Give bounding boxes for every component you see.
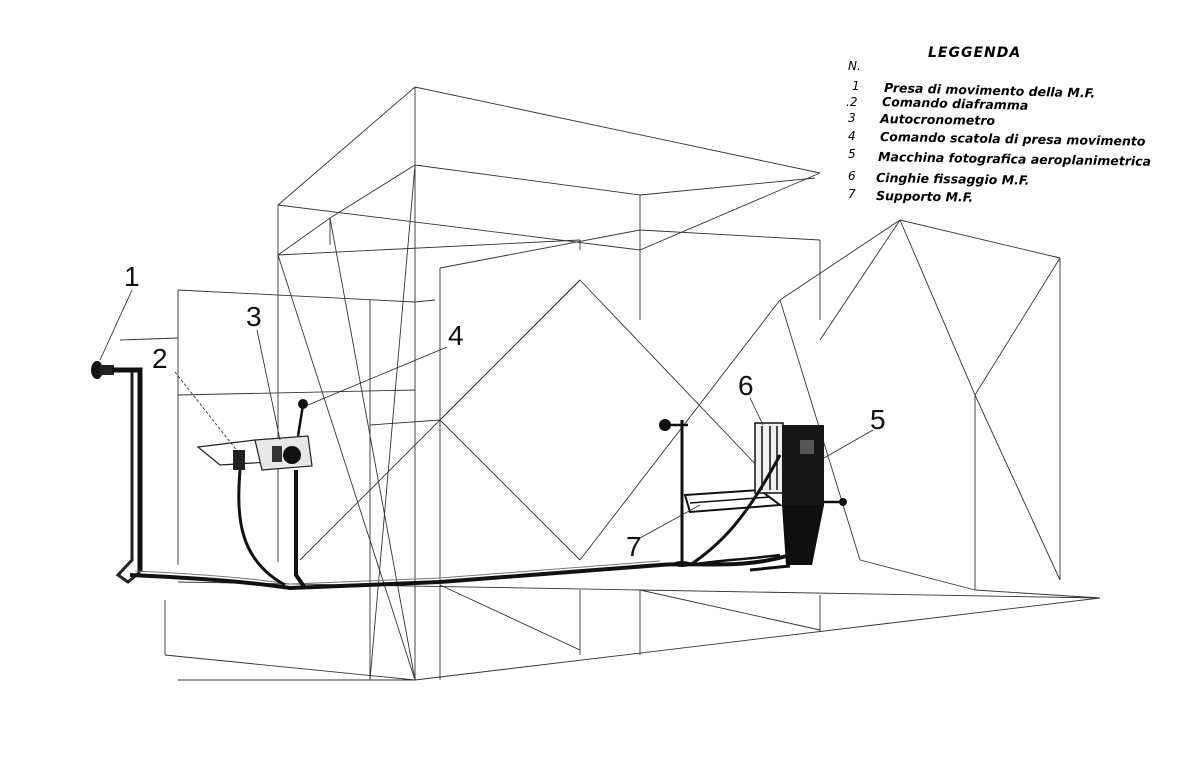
leader-3	[256, 329, 281, 441]
leader-2	[174, 371, 239, 453]
legend-num-5: 5	[848, 147, 856, 161]
equipment	[91, 361, 847, 591]
callout-7: 7	[626, 531, 642, 562]
legend-text-5: Macchina fotografica aeroplanimetrica	[878, 149, 1151, 169]
brace	[899, 219, 976, 396]
chronometer-assembly	[254, 399, 313, 590]
camera-knob-icon	[839, 498, 847, 506]
callout-2: 2	[152, 343, 168, 374]
camera-body	[782, 425, 824, 505]
frame-edge	[277, 172, 821, 251]
camera-support	[659, 419, 783, 567]
drive-tube-bracket	[115, 372, 141, 584]
legend-text-3: Autocronometro	[879, 111, 996, 128]
legend-text-4: Comando scatola di presa movimento	[880, 129, 1146, 149]
diaphragm-control	[196, 439, 286, 587]
callout-1: 1	[124, 261, 140, 292]
brace	[579, 279, 781, 491]
callout-3: 3	[246, 301, 262, 332]
brace	[329, 217, 416, 681]
legend-text-2: Comando diaframma	[882, 94, 1029, 113]
legend-text-6: Cinghie fissaggio M.F.	[876, 170, 1030, 188]
frame-edge	[414, 164, 641, 196]
brace	[277, 254, 416, 681]
brace	[439, 584, 581, 651]
frame-top-ridge	[277, 86, 821, 206]
aerial-camera	[689, 422, 847, 572]
callout-4: 4	[448, 320, 464, 351]
legend-num-2: .2	[846, 95, 857, 109]
leader-lines	[99, 289, 874, 539]
drive-cable	[129, 553, 791, 591]
diaphragm-lever-icon	[233, 450, 245, 470]
brace	[439, 419, 581, 561]
leader-6	[749, 397, 764, 426]
brace	[819, 219, 901, 341]
legend-text-1: Presa di movimento della M.F.	[884, 80, 1095, 101]
frame-edge	[277, 239, 581, 256]
frame-edge	[439, 229, 821, 269]
drive-tube	[112, 367, 143, 572]
diaphragm-cable	[237, 469, 286, 587]
legend-text-7: Supporto M.F.	[876, 188, 973, 205]
chronometer-dial-icon	[283, 446, 301, 464]
leader-5	[823, 429, 874, 459]
callouts: 1 2 3 4 5 6 7	[124, 261, 886, 562]
floor-edge	[414, 597, 1101, 681]
frame-edge	[859, 559, 976, 591]
callout-5: 5	[870, 404, 886, 435]
leader-4	[307, 346, 448, 406]
frame-edge	[369, 419, 441, 426]
camera-drive-cable	[689, 454, 782, 567]
frame-edge	[164, 654, 416, 681]
fuselage-wireframe	[119, 86, 1101, 681]
brace	[439, 279, 581, 421]
legend-num-3: 3	[848, 111, 856, 125]
callout-6: 6	[738, 370, 754, 401]
camera-lens-cone	[782, 505, 824, 565]
brace	[369, 164, 416, 681]
leader-1	[99, 289, 133, 361]
legend-title: LEGGENDA	[928, 45, 1021, 61]
floor-edge	[974, 589, 1101, 599]
legend: LEGGENDA N. 1 Presa di movimento della M…	[846, 45, 1151, 205]
legend-header: N.	[848, 59, 861, 73]
frame-edge	[119, 337, 179, 341]
support-arm	[683, 488, 783, 514]
gearbox-knob-icon	[298, 399, 308, 409]
legend-num-4: 4	[848, 129, 856, 143]
brace	[579, 299, 781, 561]
brace	[974, 257, 1061, 396]
frame-edge	[639, 177, 816, 196]
frame-edge	[177, 389, 416, 396]
floor-edge	[177, 581, 1101, 599]
legend-num-7: 7	[848, 187, 856, 201]
frame-edge	[779, 219, 1061, 301]
frame-edge	[277, 164, 416, 256]
chronometer-cable	[294, 470, 307, 590]
leader-7	[639, 504, 701, 539]
legend-num-1: 1	[852, 79, 860, 93]
gearbox-shaft	[296, 404, 305, 437]
brace	[639, 589, 821, 631]
legend-num-6: 6	[848, 169, 856, 183]
frame-edge	[177, 289, 436, 303]
brace	[974, 394, 1061, 581]
movement-takeoff	[91, 361, 143, 584]
